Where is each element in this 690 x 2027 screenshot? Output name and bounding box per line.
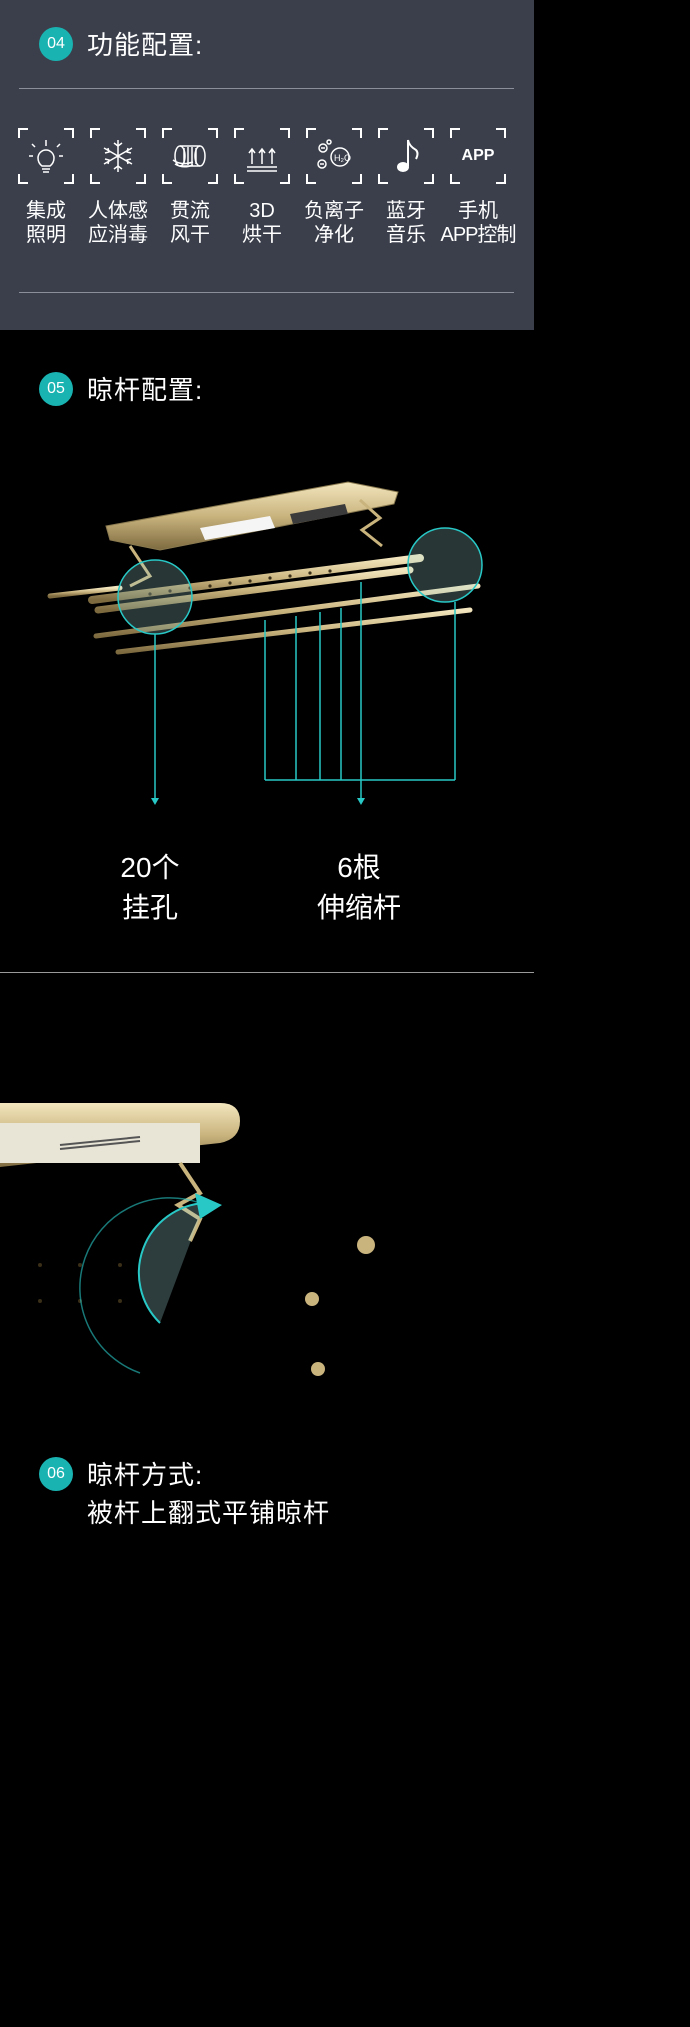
rod-method-section: 06 晾杆方式: 被杆上翻式平铺晾杆 bbox=[0, 973, 534, 2027]
snowflake-icon bbox=[90, 128, 146, 184]
feature-config-section: 04 功能配置: 集成照明 bbox=[0, 0, 534, 330]
feature-item: 贯流风干 bbox=[154, 128, 226, 247]
feature-list: 集成照明 人体感应消毒 bbox=[10, 128, 530, 247]
svg-text:H₂O: H₂O bbox=[334, 153, 351, 163]
feature-label: 集成照明 bbox=[26, 200, 66, 246]
feature-label: 负离子净化 bbox=[304, 200, 364, 246]
flip-rod-illustration bbox=[0, 1103, 375, 1376]
music-note-icon bbox=[378, 128, 434, 184]
section-header: 05 晾杆配置: bbox=[39, 370, 203, 407]
feature-item: 集成照明 bbox=[10, 128, 82, 247]
section-number-badge: 05 bbox=[39, 371, 73, 406]
divider-line bbox=[19, 88, 514, 89]
feature-label: 人体感应消毒 bbox=[88, 200, 148, 246]
app-icon: APP bbox=[450, 128, 506, 184]
divider-line bbox=[19, 292, 514, 293]
section-title: 功能配置: bbox=[87, 30, 204, 60]
fan-drum-icon bbox=[162, 128, 218, 184]
feature-label: 贯流风干 bbox=[170, 200, 210, 246]
anion-molecule-icon: H₂O bbox=[306, 128, 362, 184]
drying-rack-illustration bbox=[46, 481, 483, 805]
section-subtitle: 被杆上翻式平铺晾杆 bbox=[87, 1498, 331, 1528]
section-number-badge: 06 bbox=[39, 1456, 73, 1491]
section-number-badge: 04 bbox=[39, 26, 73, 61]
section-title: 晾杆配置: bbox=[87, 375, 204, 405]
section-header: 06 晾杆方式: bbox=[39, 1455, 203, 1492]
lightbulb-icon bbox=[18, 128, 74, 184]
feature-item: 人体感应消毒 bbox=[82, 128, 154, 247]
rod-count-callout: 6根 伸缩杆 bbox=[316, 852, 401, 923]
hole-count-callout: 20个 挂孔 bbox=[120, 852, 180, 923]
feature-label: 蓝牙音乐 bbox=[386, 200, 426, 246]
feature-item: H₂O 负离子净化 bbox=[298, 128, 370, 247]
feature-item: 蓝牙音乐 bbox=[370, 128, 442, 247]
heat-waves-icon bbox=[234, 128, 290, 184]
section-title: 晾杆方式: bbox=[87, 1460, 204, 1490]
section-divider bbox=[0, 972, 534, 973]
section-header: 04 功能配置: bbox=[39, 25, 203, 62]
rod-config-section: 05 晾杆配置: bbox=[0, 330, 534, 975]
